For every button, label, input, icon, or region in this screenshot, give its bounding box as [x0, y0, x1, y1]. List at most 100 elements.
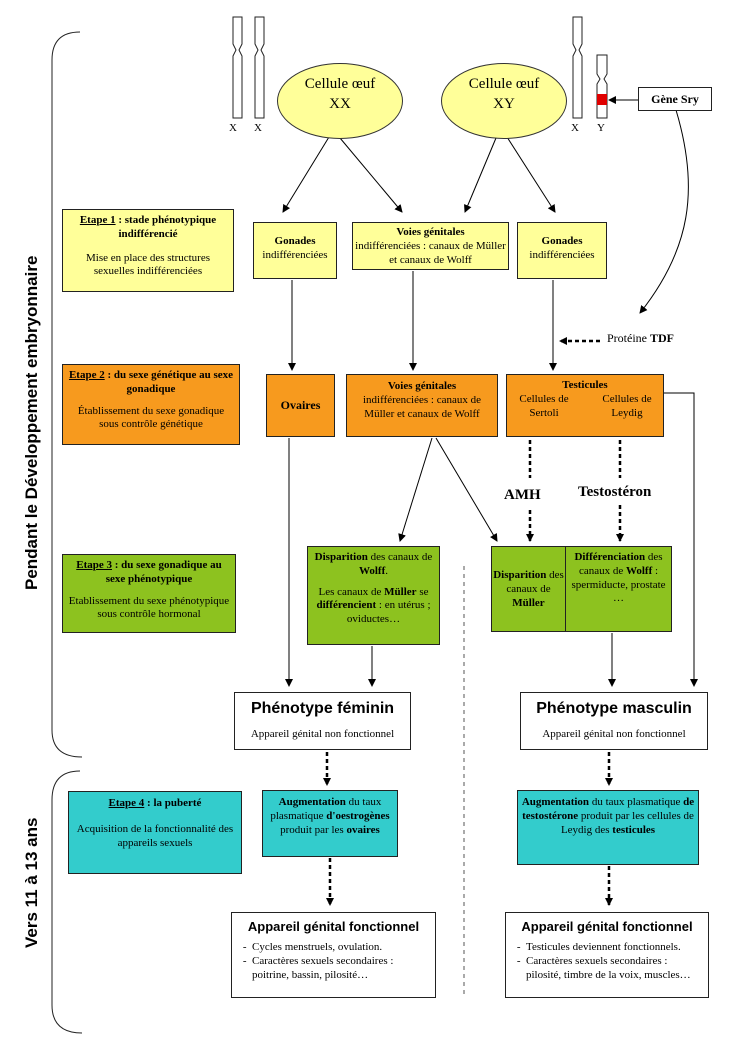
voies-indiff-box: Voies génitales indifférenciées : canaux…	[352, 222, 509, 270]
leydig-cells: Cellules de Leydig	[602, 392, 652, 419]
step4-box: Etape 4 : la puberté Acquisition de la f…	[68, 791, 242, 874]
step2-desc: Établissement du sexe gonadique sous con…	[77, 404, 225, 431]
chromosome-label-x1: X	[229, 122, 237, 134]
masc-pub-t2: produit par les cellules de Leydig des	[560, 809, 694, 836]
fem-t5: : en utérus ; oviductes…	[346, 599, 431, 625]
functional-masc-list: Testicules deviennent fonctionnels. Cara…	[512, 941, 702, 982]
chromosome-x-left	[232, 16, 243, 119]
functional-fem-item: Caractères sexuels secondaires : poitrin…	[252, 955, 429, 983]
chromosome-x-left-2	[254, 16, 265, 119]
step3-title: Etape 3	[76, 559, 112, 571]
embryo-period-label: Pendant le Développement embryonnaire	[22, 255, 41, 590]
functional-fem-title: Appareil génital fonctionnel	[247, 919, 420, 934]
phenotype-feminin-box: Phénotype féminin Appareil génital non f…	[234, 692, 411, 750]
chromosome-x-right	[572, 16, 583, 119]
ovaires-box: Ovaires	[266, 374, 335, 437]
egg-cell-xy: Cellule œuf XY	[441, 63, 567, 139]
egg-xx-line1: Cellule œuf	[304, 76, 376, 92]
fem-pub-t2: produit par les	[280, 823, 347, 836]
step3-desc: Etablissement du sexe phénotypique sous …	[68, 594, 230, 621]
phenotype-masculin-text: Appareil génital non fonctionnel	[542, 728, 686, 740]
masc-testosterone: de testostérone	[522, 796, 695, 822]
gonads-left-text: indifférenciées	[262, 248, 328, 261]
testicules-box: Testicules Cellules de Sertoli Cellules …	[506, 374, 664, 437]
voies-indiff-title: Voies génitales	[396, 226, 465, 238]
chromosome-label-x3: X	[571, 122, 579, 134]
gonads-left-box: Gonades indifférenciées	[253, 222, 337, 279]
fem-disparition: Disparition	[314, 551, 368, 563]
fem-wolff: Wolff	[358, 564, 386, 577]
phenotype-feminin-text: Appareil génital non fonctionnel	[250, 728, 395, 740]
tdf-bold: TDF	[650, 331, 674, 345]
fem-differencient: différencient	[316, 599, 377, 612]
masc-disp-t1: des canaux de	[506, 569, 564, 595]
puberty-period-label: Vers 11 à 13 ans	[22, 817, 41, 948]
testosterone-label: Testostéron	[578, 484, 652, 500]
fem-oestrogenes: d'oestrogènes	[326, 809, 390, 822]
tdf-protein-label: Protéine TDF	[607, 331, 674, 346]
step3-title-rest: : du sexe gonadique au sexe phénotypique	[105, 559, 222, 585]
masc-testicules: testicules	[612, 823, 656, 836]
puberty-brace	[51, 770, 83, 1034]
egg-cell-xx: Cellule œuf XX	[277, 63, 403, 139]
step2-title-rest: : du sexe génétique au sexe gonadique	[104, 369, 234, 395]
step2-box: Etape 2 : du sexe génétique au sexe gona…	[62, 364, 240, 445]
fem-ovaires: ovaires	[346, 823, 380, 836]
step2-title: Etape 2	[68, 369, 105, 381]
gonads-right-text: indifférenciées	[529, 248, 595, 261]
step4-desc: Acquisition de la fonctionnalité des app…	[76, 822, 234, 849]
step4-title: Etape 4	[108, 797, 145, 809]
embryo-brace	[51, 31, 83, 758]
masc-differenciation-box: Différenciation des canaux de Wolff : sp…	[565, 546, 672, 632]
masc-wolff: Wolff	[625, 564, 653, 577]
masc-diff-t2: : spermiducte, prostate …	[571, 564, 666, 605]
fem-differentiation-box: Disparition des canaux de Wolff. Les can…	[307, 546, 440, 645]
voies-stage2-box: Voies génitales indifférenciées : canaux…	[346, 374, 498, 437]
fem-hormone-box: Augmentation du taux plasmatique d'oestr…	[262, 790, 398, 857]
fem-t2: .	[385, 564, 389, 577]
egg-xy-line1: Cellule œuf	[468, 76, 540, 92]
amh-label: AMH	[504, 487, 541, 503]
tdf-prefix: Protéine	[607, 331, 650, 345]
fem-t3: Les canaux de	[318, 585, 385, 598]
voies-stage2-text: indifférenciées : canaux de Müller et ca…	[363, 393, 481, 420]
fem-pub-t1: du taux plasmatique	[270, 796, 382, 822]
fem-augmentation: Augmentation	[278, 796, 346, 808]
functional-masc-item: Testicules deviennent fonctionnels.	[526, 941, 702, 955]
masc-disparition-box: Disparition des canaux de Müller	[491, 546, 566, 632]
voies-stage2-title: Voies génitales	[387, 380, 457, 392]
sry-gene-box: Gène Sry	[638, 87, 712, 111]
gonads-right-title: Gonades	[541, 235, 583, 247]
sry-gene-mark	[597, 94, 607, 105]
masc-muller: Müller	[512, 596, 545, 609]
fem-t1: des canaux de	[367, 551, 433, 563]
phenotype-masculin-title: Phénotype masculin	[536, 700, 692, 717]
gonads-left-title: Gonades	[274, 235, 316, 247]
functional-masc-title: Appareil génital fonctionnel	[521, 919, 693, 934]
sertoli-cells: Cellules de Sertoli	[519, 392, 569, 419]
phenotype-feminin-title: Phénotype féminin	[250, 700, 395, 717]
testicules-title: Testicules	[562, 379, 608, 391]
step1-title-rest: : stade phénotypique indifférencié	[115, 214, 217, 240]
step3-box: Etape 3 : du sexe gonadique au sexe phén…	[62, 554, 236, 633]
phenotype-masculin-box: Phénotype masculin Appareil génital non …	[520, 692, 708, 750]
chromosome-label-y: Y	[597, 122, 605, 134]
functional-fem-list: Cycles menstruels, ovulation. Caractères…	[238, 941, 429, 982]
masc-augmentation: Augmentation	[521, 796, 590, 808]
functional-masc-item: Caractères sexuels secondaires : pilosit…	[526, 955, 702, 983]
step1-box: Etape 1 : stade phénotypique indifférenc…	[62, 209, 234, 292]
step1-desc: Mise en place des structures sexuelles i…	[85, 251, 210, 278]
masc-pub-t1: du taux plasmatique	[589, 796, 684, 808]
gonads-right-box: Gonades indifférenciées	[517, 222, 607, 279]
functional-fem-box: Appareil génital fonctionnel Cycles mens…	[231, 912, 436, 998]
functional-fem-item: Cycles menstruels, ovulation.	[252, 941, 429, 955]
fem-t4: se	[416, 585, 429, 598]
masc-diff-t1: des canaux de	[578, 551, 663, 577]
step4-title-rest: : la puberté	[144, 797, 202, 809]
fem-muller: Müller	[384, 585, 417, 598]
chromosome-y	[596, 54, 608, 119]
functional-masc-box: Appareil génital fonctionnel Testicules …	[505, 912, 709, 998]
chromosome-label-x2: X	[254, 122, 262, 134]
